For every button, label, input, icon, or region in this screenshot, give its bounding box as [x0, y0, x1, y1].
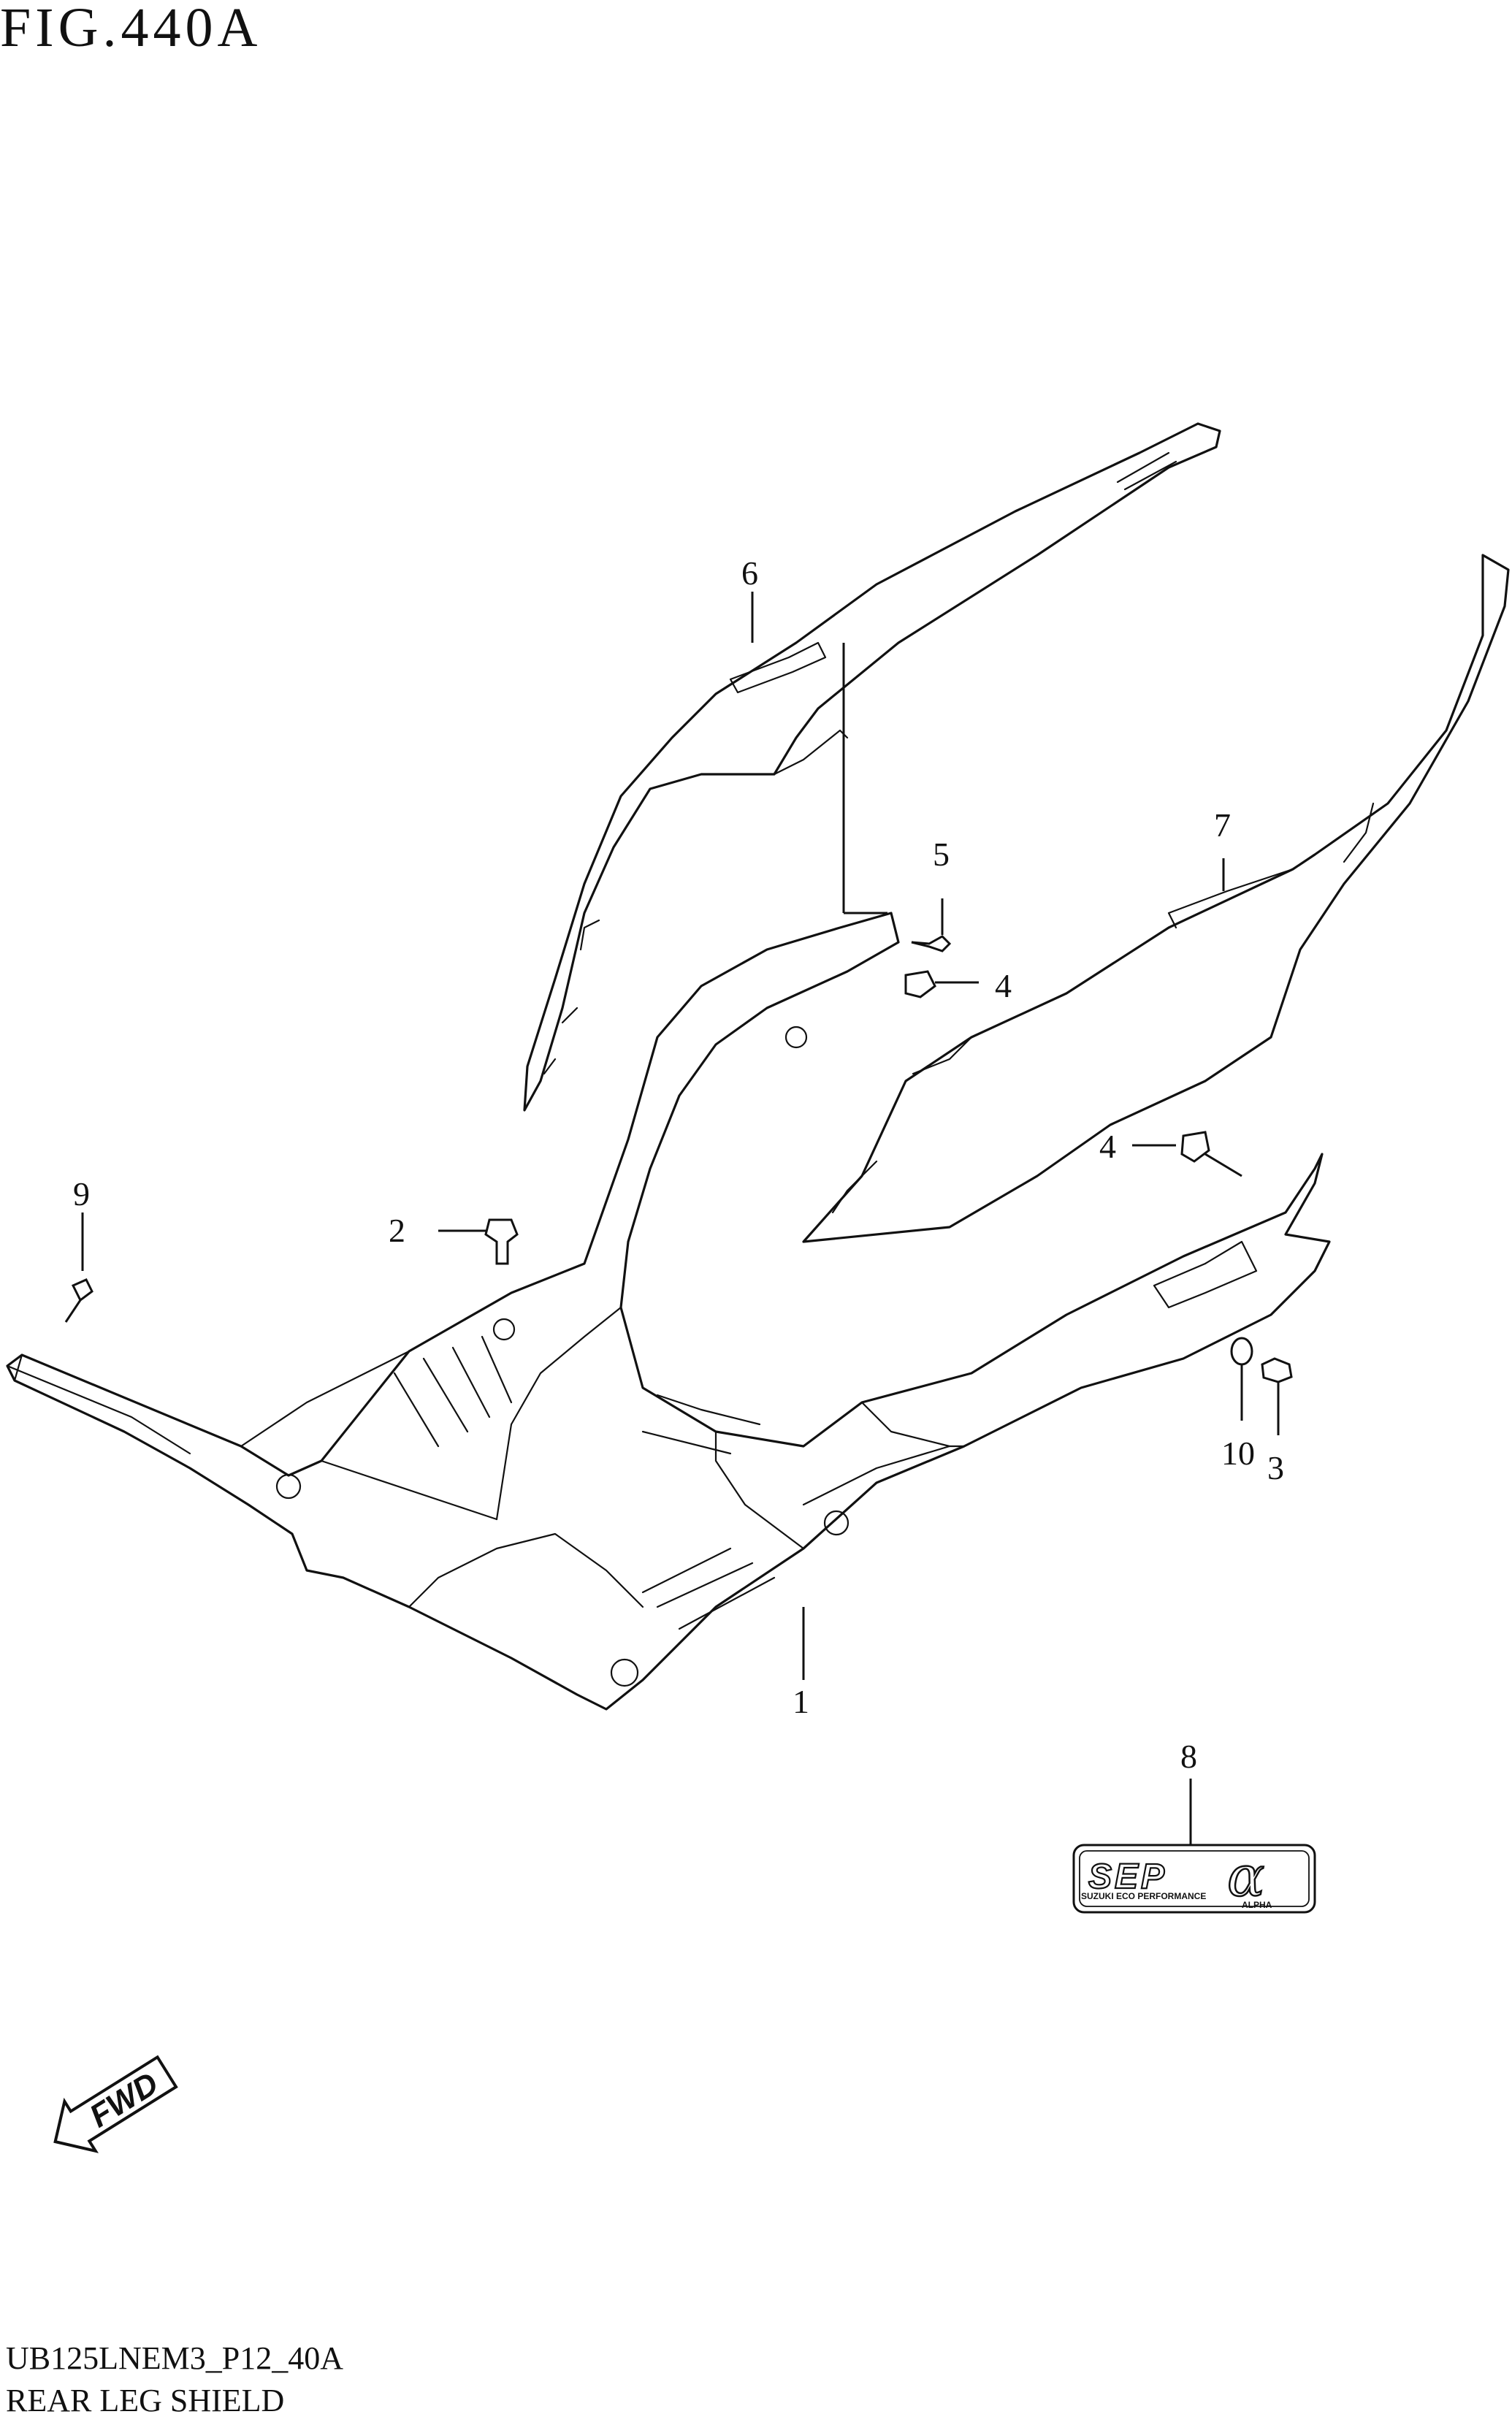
callout-3: 3 [1267, 1449, 1284, 1486]
bolt-3-icon [1261, 1357, 1293, 1383]
hardware [64, 935, 1293, 1383]
part-1-rear-leg-shield-body [6, 912, 1331, 1711]
callout-7: 7 [1214, 806, 1231, 844]
callout-9: 9 [73, 1175, 90, 1212]
emblem-sep-alpha: SEP SUZUKI ECO PERFORMANCE α ALPHA [1072, 1843, 1316, 1914]
screw-9-icon [64, 1278, 93, 1323]
clip-4-upper-icon [904, 970, 936, 998]
emblem-alpha-label: ALPHA [1242, 1900, 1272, 1910]
callouts: 6 5 4 7 4 2 9 10 3 1 8 [73, 554, 1284, 1775]
bolt-2-icon [484, 1218, 519, 1265]
screw-5-icon [911, 935, 952, 952]
callout-10: 10 [1221, 1435, 1255, 1472]
callout-1: 1 [793, 1683, 809, 1720]
callout-4-lower: 4 [1099, 1128, 1116, 1165]
washer-10-icon [1230, 1337, 1253, 1366]
callout-4-upper: 4 [995, 967, 1012, 1004]
emblem-subtitle: SUZUKI ECO PERFORMANCE [1081, 1891, 1206, 1901]
callout-2: 2 [389, 1212, 405, 1249]
emblem-sep-text: SEP [1088, 1857, 1167, 1896]
figure-title: FIG.440A [0, 0, 262, 58]
callout-5: 5 [933, 836, 950, 873]
clip-4-lower-icon [1180, 1131, 1210, 1163]
leader-lines [81, 592, 1280, 1845]
part-6-rear-leg-shield-left [523, 422, 1221, 1112]
emblem-alpha-symbol: α [1227, 1844, 1264, 1909]
footer-name: REAR LEG SHIELD [6, 2383, 285, 2419]
callout-6: 6 [741, 554, 758, 592]
footer: UB125LNEM3_P12_40A REAR LEG SHIELD [6, 2337, 343, 2422]
callout-8: 8 [1180, 1738, 1197, 1775]
footer-code: UB125LNEM3_P12_40A [6, 2340, 344, 2376]
fwd-arrow-icon: FWD [53, 2055, 178, 2153]
part-7-rear-leg-shield-right [802, 554, 1510, 1243]
